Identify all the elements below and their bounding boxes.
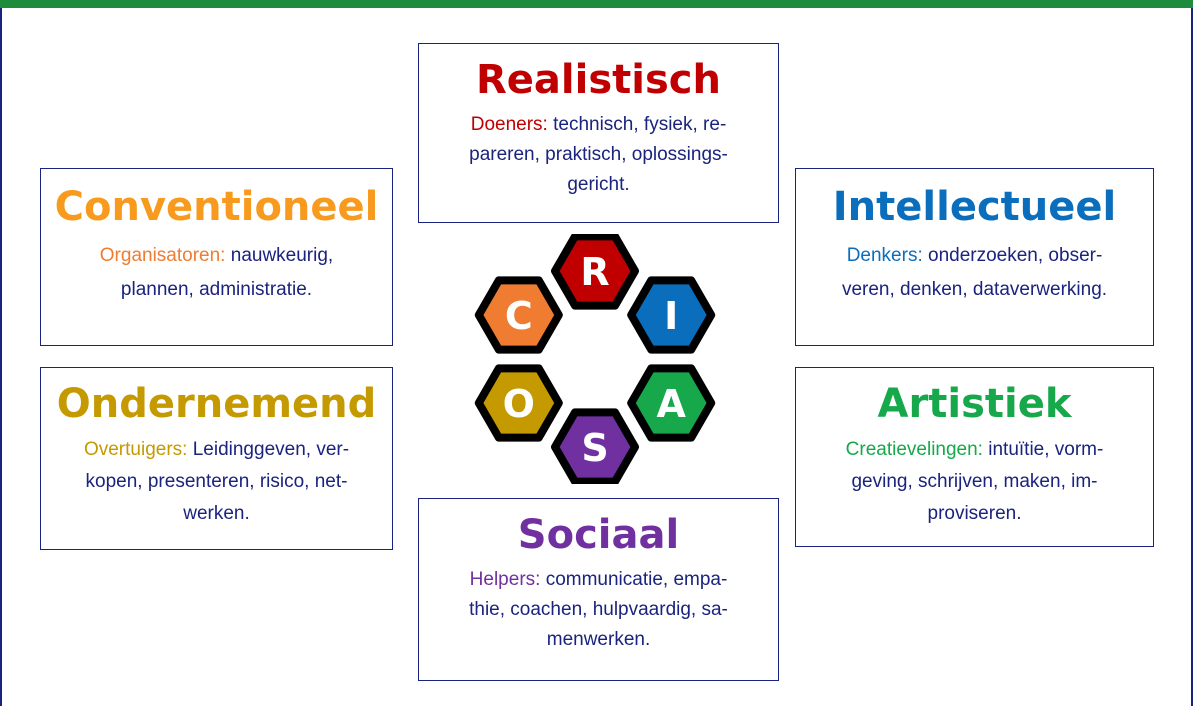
card-title: Sociaal <box>517 512 680 558</box>
card-lead: Helpers: <box>469 569 541 590</box>
hexagon-i: I <box>627 276 716 354</box>
hexagon-shape <box>551 408 639 486</box>
top-bar <box>0 0 1193 8</box>
hexagon-letter: R <box>580 250 609 294</box>
hexagon-letter: I <box>664 294 678 338</box>
frame <box>0 8 1193 706</box>
card-title: Intellectueel <box>832 184 1117 230</box>
card-intellectueel: Intellectueel Denkers: onderzoeken, obse… <box>795 168 1154 346</box>
card-ondernemend: Ondernemend Overtuigers: Leidinggeven, v… <box>40 367 393 550</box>
card-text: Helpers: communicatie, empa-thie, coache… <box>419 565 778 655</box>
card-text: Overtuigers: Leidinggeven, ver-kopen, pr… <box>41 434 392 530</box>
card-body: communicatie, empa-thie, coachen, hulpva… <box>469 569 728 650</box>
card-lead: Creatievelingen: <box>845 439 983 460</box>
card-title: Ondernemend <box>56 381 377 427</box>
card-body: nauwkeurig,plannen, administratie. <box>120 245 334 300</box>
card-title: Realistisch <box>476 57 721 103</box>
hexagon-shape <box>551 232 639 310</box>
hexagon-letter: O <box>503 382 535 426</box>
hexagon-letter: C <box>505 294 533 338</box>
card-body: technisch, fysiek, re-pareren, praktisch… <box>469 114 728 195</box>
card-title: Artistiek <box>877 381 1072 427</box>
card-lead: Overtuigers: <box>83 439 188 460</box>
hexagon-o: O <box>474 364 563 442</box>
hexagon-shape <box>474 276 563 354</box>
card-body: Leidinggeven, ver-kopen, presenteren, ri… <box>85 439 350 524</box>
card-title: Conventioneel <box>54 184 379 230</box>
card-realistisch: Realistisch Doeners: technisch, fysiek, … <box>418 43 779 223</box>
card-conventioneel: Conventioneel Organisatoren: nauwkeurig,… <box>40 168 393 346</box>
hexagon-letter: S <box>581 426 608 470</box>
card-sociaal: Sociaal Helpers: communicatie, empa-thie… <box>418 498 779 681</box>
card-text: Doeners: technisch, fysiek, re-pareren, … <box>419 110 778 200</box>
card-text: Creatievelingen: intuïtie, vorm-geving, … <box>796 434 1153 530</box>
card-artistiek: Artistiek Creatievelingen: intuïtie, vor… <box>795 367 1154 547</box>
hexagon-diagram: R IA S OC <box>474 232 716 486</box>
hexagon-letter: A <box>656 382 686 426</box>
card-text: Denkers: onderzoeken, obser-veren, denke… <box>796 239 1153 307</box>
card-body: intuïtie, vorm-geving, schrijven, maken,… <box>851 439 1104 524</box>
hexagon-a: A <box>627 364 716 442</box>
card-lead: Organisatoren: <box>99 245 226 266</box>
card-body: onderzoeken, obser-veren, denken, datave… <box>841 245 1108 300</box>
hexagon-shape <box>627 364 716 442</box>
card-text: Organisatoren: nauwkeurig,plannen, admin… <box>41 239 392 307</box>
hexagon-r: R <box>551 232 639 310</box>
card-lead: Doeners: <box>470 114 548 135</box>
card-lead: Denkers: <box>846 245 923 266</box>
hexagon-s: S <box>551 408 639 486</box>
hexagon-shape <box>474 364 563 442</box>
hexagon-shape <box>627 276 716 354</box>
hexagon-c: C <box>474 276 563 354</box>
